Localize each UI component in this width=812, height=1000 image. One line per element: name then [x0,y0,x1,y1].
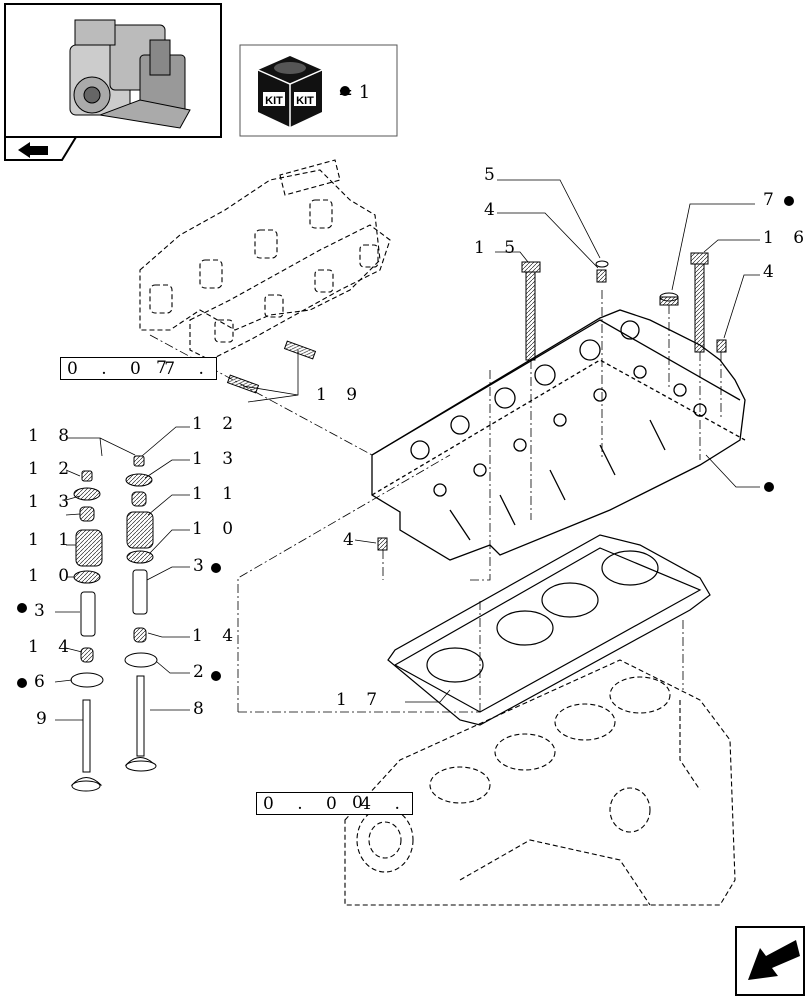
valve-parts-left [70,470,104,792]
callout-14-left: 1 4 [28,637,77,657]
callout-6: 6 [34,672,52,692]
back-tab[interactable] [4,136,78,161]
engine-thumbnail[interactable] [4,3,222,138]
leader-lines [54,179,760,721]
valve-seal-right [131,491,147,507]
callout-4c: 4 [343,530,361,550]
callout-13-right: 1 3 [192,449,241,469]
valve-seal-left [79,506,95,522]
kit-label-left: KIT [265,95,283,107]
dowel-5 [595,260,609,268]
manifold-studs [226,340,317,394]
callout-19: 1 9 [316,385,365,405]
ref-box-block[interactable]: 0 . 0 4 . [256,792,413,815]
callout-11-right: 1 1 [192,484,241,504]
spring-retainer-right [125,473,153,487]
exhaust-manifold [139,159,391,361]
callout-15: 1 5 [474,238,523,258]
intake-valve-8 [124,675,157,772]
return-arrow-icon [18,142,48,158]
dowel-4c [377,537,388,551]
head-gasket [387,534,711,726]
ref-tail-block: 0 [352,793,372,813]
callout-17: 1 7 [336,690,385,710]
valve-spring-right [126,511,154,549]
valve-seat-right [124,652,158,668]
dowel-4a [596,269,607,283]
callout-10-left: 1 0 [28,566,77,586]
callout-5: 5 [484,165,502,185]
valve-seal-ring-left [80,647,94,663]
spring-seat-right [126,550,154,564]
engine-block [344,659,736,906]
kit-legend-box: KIT KIT [239,44,398,137]
next-page-button[interactable] [735,926,805,996]
engine-thumbnail-image [69,19,191,129]
valve-seat-left [70,672,104,688]
kit-bullets [17,196,794,688]
callout-9: 9 [36,709,54,729]
callout-16: 1 6 [763,228,812,248]
callout-12-left: 1 2 [28,459,77,479]
kit-legend-text: = 1 [338,82,371,103]
callout-4b: 4 [763,262,781,282]
callout-14-right: 1 4 [192,626,241,646]
head-bolt-15 [521,261,541,361]
spring-seat-left [73,570,101,584]
callout-11-left: 1 1 [28,530,77,550]
next-arrow-icon [748,940,800,980]
callout-2: 2 [193,662,211,682]
head-bolt-16 [690,252,709,353]
callout-18: 1 8 [28,426,77,446]
valve-keeper-left [81,470,93,482]
valve-guide-right [132,569,148,615]
kit-label-right: KIT [296,95,314,107]
assembly-lines [149,290,722,713]
valve-spring-left [75,529,103,567]
spring-retainer-left [73,487,101,501]
callout-10-right: 1 0 [192,519,241,539]
valve-keeper-right [133,455,145,467]
callout-7: 7 [763,190,781,210]
dowel-4b [716,339,727,353]
valve-guide-left [80,591,96,637]
ref-tail-head: 7 [156,358,176,378]
callout-3-right: 3 [193,556,211,576]
exhaust-valve-9 [70,699,103,792]
valve-seal-ring-right [133,627,147,643]
callout-8: 8 [193,699,211,719]
callout-3-left: 3 [34,601,52,621]
callout-4a: 4 [484,200,502,220]
valve-parts-right [124,455,158,772]
washer-7 [659,292,679,306]
callout-13-left: 1 3 [28,492,77,512]
callout-12-right: 1 2 [192,414,241,434]
kit-box-icon: KIT KIT [257,56,323,127]
kit-dot-icon [340,86,350,96]
cylinder-head [371,309,746,561]
ref-box-head[interactable]: 0 . 0 7 . [60,357,217,380]
